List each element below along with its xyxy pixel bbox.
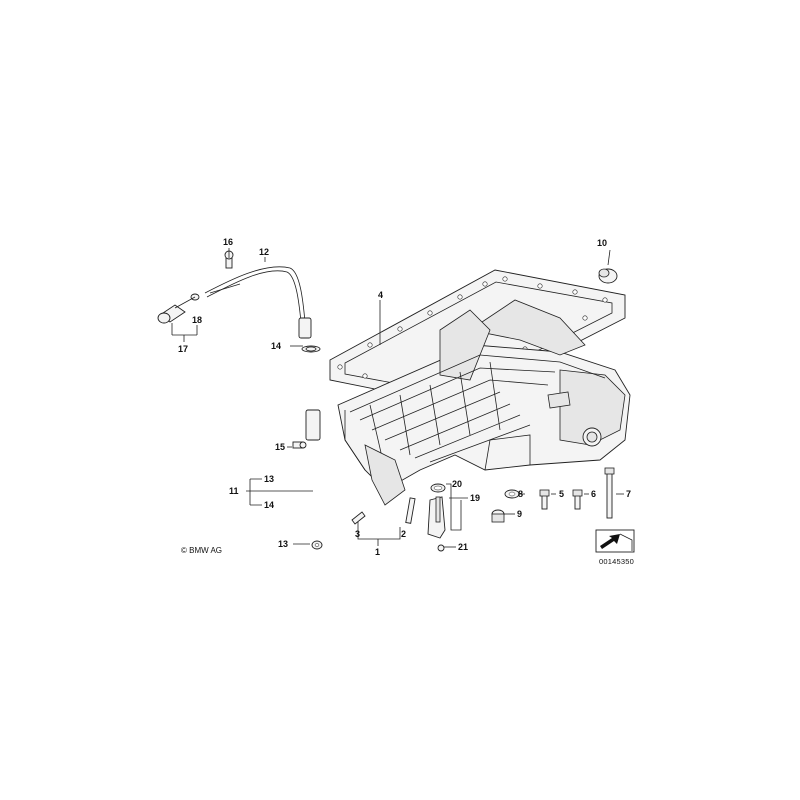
callout-17: 17 — [178, 344, 189, 354]
small-parts — [224, 250, 618, 552]
copyright-notice: © BMW AG — [181, 546, 223, 555]
callout-11: 11 — [229, 486, 239, 496]
diagram-reference-number: 00145350 — [599, 557, 634, 566]
callout-4: 4 — [378, 290, 384, 300]
callout-16: 16 — [223, 237, 234, 247]
callout-18: 18 — [192, 315, 203, 325]
callout-13-upper: 13 — [264, 474, 275, 484]
arrow-pointer-icon — [595, 529, 635, 553]
callout-20: 20 — [452, 479, 463, 489]
callout-14-upper: 14 — [271, 341, 282, 351]
callout-1: 1 — [375, 547, 381, 557]
callout-8: 8 — [518, 489, 524, 499]
callout-5: 5 — [559, 489, 565, 499]
callout-14-lower: 14 — [264, 500, 275, 510]
callout-2: 2 — [401, 529, 407, 539]
callout-12: 12 — [259, 247, 270, 257]
callout-10: 10 — [597, 238, 608, 248]
callout-15: 15 — [275, 442, 286, 452]
callout-7: 7 — [626, 489, 632, 499]
callout-3: 3 — [355, 529, 361, 539]
oil-pan — [337, 299, 631, 506]
callout-19: 19 — [470, 493, 481, 503]
callout-13-lower: 13 — [278, 539, 289, 549]
callout-9: 9 — [517, 509, 523, 519]
leader-lines — [171, 248, 624, 548]
dipstick-assembly — [157, 266, 321, 530]
callout-21: 21 — [458, 542, 469, 552]
callout-6: 6 — [591, 489, 597, 499]
